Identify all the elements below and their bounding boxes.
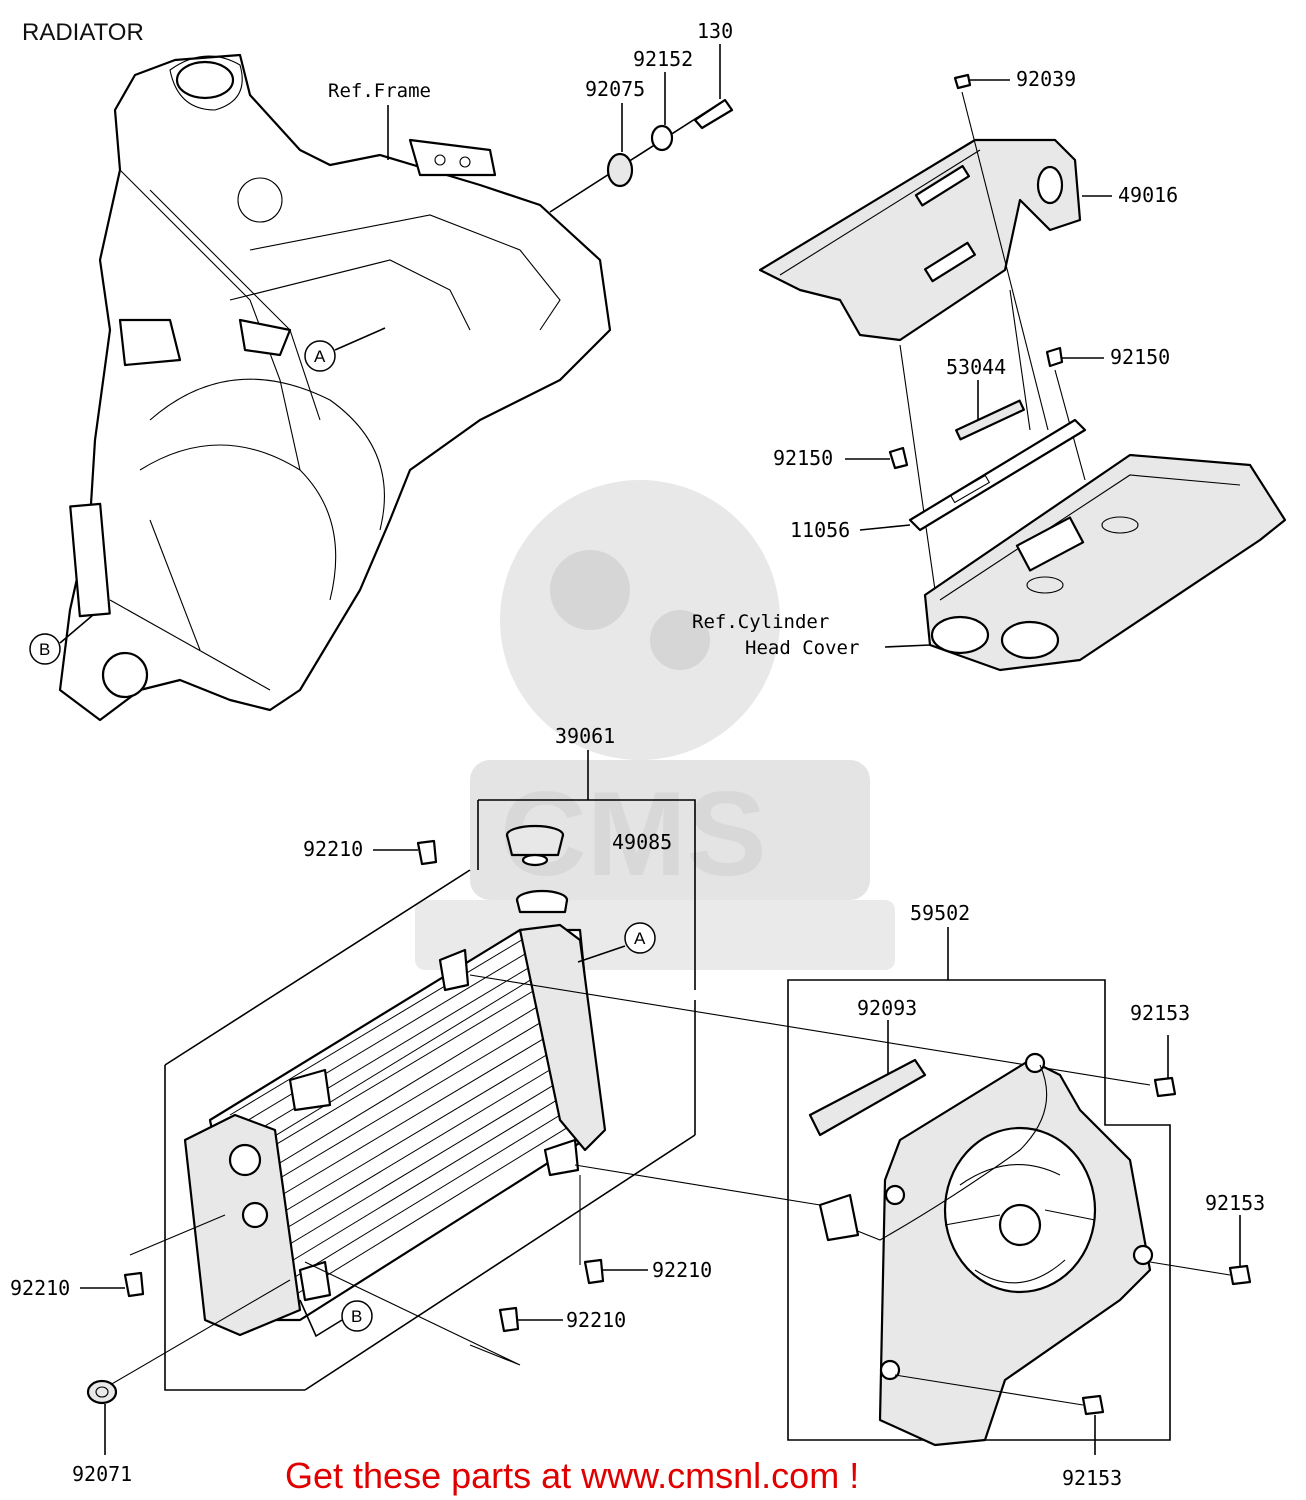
promo-banner[interactable]: Get these parts at www.cmsnl.com ! xyxy=(285,1455,859,1496)
cms-watermark: CMS xyxy=(415,480,895,970)
label-92153-lower: 92153 xyxy=(1062,1466,1122,1490)
bracket-59502 xyxy=(787,979,1171,1441)
clip-92210-bottom xyxy=(498,1306,520,1333)
label-49016: 49016 xyxy=(1118,183,1178,207)
grommet-bolt-group xyxy=(549,44,734,213)
diagram-title: RADIATOR xyxy=(22,19,144,46)
label-130: 130 xyxy=(697,19,733,43)
label-92150-upper: 92150 xyxy=(1110,345,1170,369)
bolt-92153-right xyxy=(1228,1264,1252,1286)
svg-text:A: A xyxy=(314,347,326,366)
bolt-92153-upper xyxy=(1153,1076,1177,1098)
grommet-92071 xyxy=(86,1379,118,1405)
clip-92210-mid xyxy=(583,1258,605,1285)
cylinder-head-cover xyxy=(923,453,1287,672)
label-53044: 53044 xyxy=(946,355,1006,379)
screw-92150-lower xyxy=(888,446,909,470)
bolt-92153-lower xyxy=(1081,1394,1105,1416)
screw-92150-upper xyxy=(1045,346,1064,368)
clip-92039 xyxy=(953,73,972,90)
label-92071: 92071 xyxy=(72,1462,132,1486)
label-92210-bottom: 92210 xyxy=(566,1308,626,1332)
seal-92093 xyxy=(808,1058,927,1137)
ref-cylinder-label-1: Ref.Cylinder xyxy=(692,611,829,633)
svg-text:B: B xyxy=(39,640,50,659)
ref-cylinder-label-2: Head Cover xyxy=(745,637,859,659)
radiator-cap-49085 xyxy=(505,824,569,914)
label-39061: 39061 xyxy=(555,724,615,748)
bolt-130 xyxy=(693,98,734,130)
label-92150-lower: 92150 xyxy=(773,446,833,470)
label-59502: 59502 xyxy=(910,901,970,925)
label-49085: 49085 xyxy=(612,830,672,854)
label-92039: 92039 xyxy=(1016,67,1076,91)
fan-shroud xyxy=(818,1052,1154,1447)
label-92152: 92152 xyxy=(633,47,693,71)
ref-frame-label: Ref.Frame xyxy=(328,80,431,102)
frame-assembly xyxy=(58,53,612,722)
label-92093: 92093 xyxy=(857,996,917,1020)
label-92075: 92075 xyxy=(585,77,645,101)
cover-49016 xyxy=(758,138,1082,342)
clip-92210-left xyxy=(123,1271,145,1298)
callout-b-frame: B xyxy=(29,614,94,665)
label-92210-left: 92210 xyxy=(10,1276,70,1300)
label-92210-mid: 92210 xyxy=(652,1258,712,1282)
grommet-92075 xyxy=(606,152,634,188)
bracket-39061 xyxy=(478,799,696,990)
svg-text:B: B xyxy=(351,1307,362,1326)
svg-text:A: A xyxy=(634,929,646,948)
label-92210-top: 92210 xyxy=(303,837,363,861)
label-92153-upper: 92153 xyxy=(1130,1001,1190,1025)
clip-92210-top xyxy=(416,839,438,866)
callout-a-frame: A xyxy=(304,327,386,372)
radiator-core xyxy=(183,923,607,1337)
callout-b-radiator: B xyxy=(299,1299,373,1338)
label-92153-right: 92153 xyxy=(1205,1191,1265,1215)
strip-53044 xyxy=(955,399,1025,441)
callout-a-radiator: A xyxy=(577,922,656,963)
label-11056: 11056 xyxy=(790,518,850,542)
plate-11056 xyxy=(908,418,1087,532)
collar-92152 xyxy=(650,124,674,152)
